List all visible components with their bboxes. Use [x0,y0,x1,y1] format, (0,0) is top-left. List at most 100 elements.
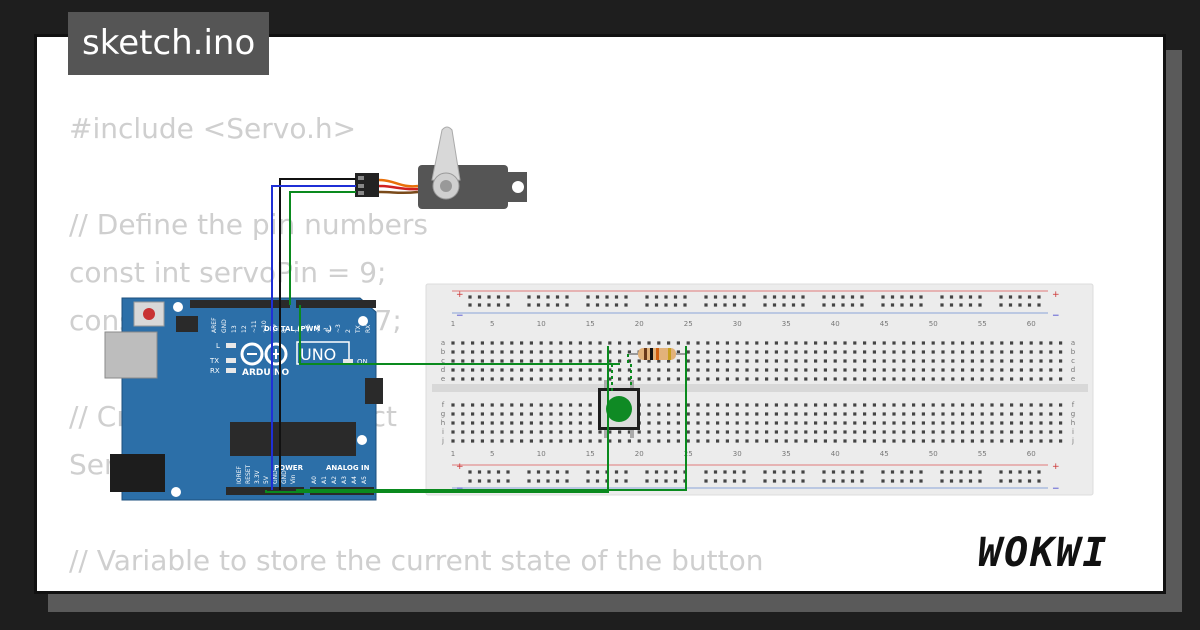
wire-button-power [265,346,609,493]
rail-minus-bottom-right: − [1052,484,1060,494]
analog-label: ANALOG IN [326,464,370,472]
pin-label-12: 12 [241,325,248,333]
pin-label-13: 13 [231,325,238,333]
rail-plus-top-right: + [1052,290,1060,300]
row-letter-right: a [1071,339,1075,347]
pin-label-rx: RX [365,325,372,333]
pin-label-tx: TX [355,325,362,334]
column-number-bottom: 40 [831,450,840,458]
pin-label-4: 4 [325,329,332,333]
row-letter-right: c [1071,357,1075,365]
pin-label-gnd: GND [221,319,228,333]
column-number-top: 10 [537,320,546,328]
servo-horn [431,126,461,181]
column-number-top: 25 [684,320,693,328]
digital-header-left [190,300,290,308]
code-line: // Define the pin numbers [69,208,428,241]
row-letter-right: b [1071,348,1076,356]
file-name-tab: sketch.ino [68,12,270,75]
led-label-l: L [216,342,220,350]
pin-label-a0: A0 [311,476,318,484]
column-number-top: 5 [490,320,494,328]
pin-label-aref: AREF [211,317,218,333]
wire-servo-power [271,185,356,490]
wire-button-signal [299,305,620,365]
arduino-brand: ARDUINO [242,368,290,378]
row-letter-left: c [441,357,445,365]
row-letter-right: j [1071,437,1074,445]
digital-label: DIGITAL (PWM ~) [264,325,332,333]
pin-label-gnd-a: GND [272,470,279,484]
column-number-bottom: 25 [684,450,693,458]
column-number-top: 15 [586,320,595,328]
pin-label-7: 7 [295,329,302,333]
row-letter-left: e [441,375,445,383]
rail-minus-top-right: − [1052,311,1060,321]
column-number-bottom: 60 [1027,450,1036,458]
led-label-tx: TX [209,357,219,365]
resistor[interactable] [628,348,686,360]
wire-servo-signal [289,191,356,305]
pin-label-reset: RESET [245,464,252,484]
row-letter-left: g [441,410,445,418]
digital-header-right [296,300,376,308]
pin-label-5v: 5V [263,475,270,484]
code-line: // Variable to store the current state o… [69,544,764,577]
row-letter-left: i [442,428,444,436]
uno-label: UNO [300,345,336,364]
wire-resistor-gnd [296,346,687,491]
brand-background [976,528,1151,578]
pin-label-gnd-b: GND [281,470,288,484]
servo-motor[interactable] [355,126,527,209]
code-line: const int servoPin = 9; [69,256,387,289]
pin-label-a5: A5 [361,476,368,484]
button-cap[interactable] [606,396,632,422]
column-number-bottom: 35 [782,450,791,458]
column-number-top: 30 [733,320,742,328]
atmega-chip [230,422,356,456]
row-letter-right: h [1071,419,1075,427]
column-number-top: 1 [451,320,455,328]
pushbutton[interactable] [598,380,640,438]
column-number-top: 35 [782,320,791,328]
column-number-bottom: 50 [929,450,938,458]
row-letter-left: d [441,366,445,374]
led-label-rx: RX [210,367,220,375]
pin-label-2: 2 [345,329,352,333]
power-label: POWER [274,464,304,472]
on-label: ON [357,358,368,366]
pin-label-5: ~5 [315,324,322,333]
pin-label-10: ~10 [261,320,268,333]
rail-plus-bottom-right: + [1052,462,1060,472]
pin-label-a2: A2 [331,476,338,484]
column-number-top: 60 [1027,320,1036,328]
rail-plus-top-left: + [456,290,464,300]
row-letter-right: i [1072,428,1074,436]
pin-label-8: 8 [281,329,288,333]
pin-label-6: ~6 [305,324,312,333]
usb-port [104,331,158,379]
wire-servo-gnd [279,178,356,490]
wires [265,178,687,493]
column-number-bottom: 15 [586,450,595,458]
pin-label-3: ~3 [335,324,342,333]
column-number-top: 55 [978,320,987,328]
power-jack [110,454,165,492]
rail-minus-top-left: − [456,311,464,321]
column-number-bottom: 5 [490,450,494,458]
column-number-top: 20 [635,320,644,328]
column-number-top: 45 [880,320,889,328]
row-letter-right: g [1071,410,1075,418]
column-number-bottom: 1 [451,450,455,458]
pin-label-a1: A1 [321,476,328,484]
pin-label-3v3: 3.3V [254,469,261,484]
arduino-uno-board[interactable]: AREF GND 13 12 ~11 ~10 ~9 8 7 ~6 ~5 4 ~3… [104,297,383,501]
row-letter-left: j [441,437,444,445]
pin-label-vin: Vin [290,474,297,484]
pin-label-9: ~9 [271,324,278,333]
pin-label-a3: A3 [341,476,348,484]
pin-label-11: ~11 [251,320,258,333]
row-letter-right: d [1071,366,1075,374]
pin-label-a4: A4 [351,476,358,484]
